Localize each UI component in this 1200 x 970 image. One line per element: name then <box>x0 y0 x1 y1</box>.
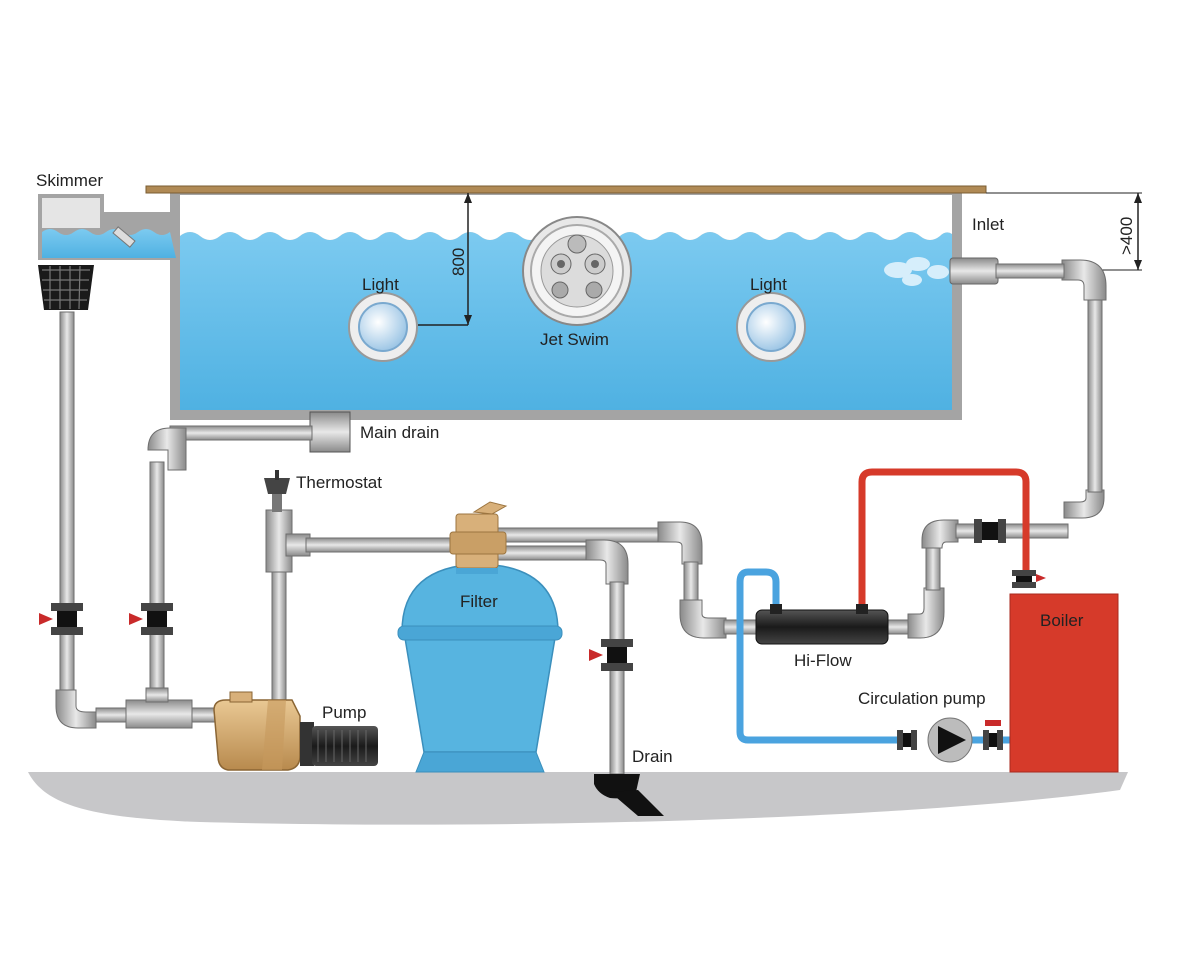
boiler <box>1009 593 1119 773</box>
label-light-right: Light <box>750 275 787 294</box>
cold-water-pipe <box>736 568 900 744</box>
label-skimmer: Skimmer <box>36 171 103 190</box>
hi-flow-exchanger <box>755 604 889 645</box>
label-drain: Drain <box>632 747 673 766</box>
label-hi-flow: Hi-Flow <box>794 651 852 670</box>
height-dimension <box>986 192 1142 271</box>
ground <box>28 772 1128 825</box>
pool-light-right <box>736 292 806 362</box>
floor-drain <box>594 774 664 816</box>
label-thermostat: Thermostat <box>296 473 382 492</box>
label-light-left: Light <box>362 275 399 294</box>
dimension-height: >400 <box>1117 217 1136 255</box>
circulation-pump <box>927 717 973 763</box>
label-pump: Pump <box>322 703 366 722</box>
pool-deck <box>145 185 987 194</box>
label-filter: Filter <box>460 592 498 611</box>
jet-swim-unit <box>522 216 632 326</box>
valves <box>39 519 1046 750</box>
dimension-depth: 800 <box>449 248 468 276</box>
label-circulation-pump: Circulation pump <box>858 689 986 708</box>
sand-filter <box>397 501 563 773</box>
inlet-nozzle <box>884 257 999 286</box>
label-main-drain: Main drain <box>360 423 439 442</box>
depth-dimension <box>418 193 472 326</box>
label-inlet: Inlet <box>972 215 1004 234</box>
skimmer <box>38 194 180 310</box>
hot-water-pipe <box>858 468 1030 610</box>
thermostat <box>264 470 290 512</box>
label-boiler: Boiler <box>1040 611 1084 630</box>
pipes <box>55 259 1107 775</box>
main-pump <box>213 691 378 771</box>
label-jet-swim: Jet Swim <box>540 330 609 349</box>
skimmer-basket <box>38 265 94 310</box>
pool-light-left <box>348 292 418 362</box>
main-drain <box>309 411 351 453</box>
